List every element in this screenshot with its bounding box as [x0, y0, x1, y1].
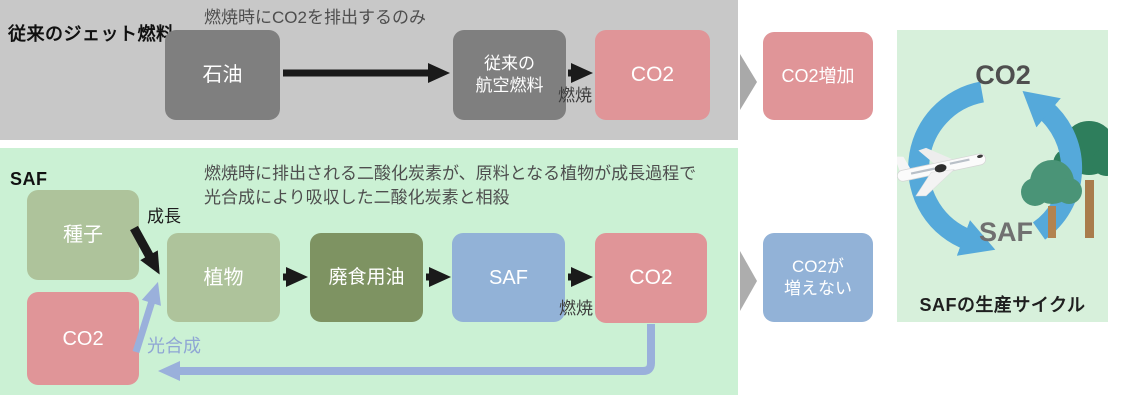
co2-emitted-box: CO2 [595, 233, 707, 323]
co2-output-box: CO2 [595, 30, 710, 120]
saf-panel: SAF 燃焼時に排出される二酸化炭素が、原料となる植物が成長過程で 光合成により… [0, 148, 738, 395]
combustion-label: 燃焼 [558, 86, 592, 105]
conventional-title: 従来のジェット燃料 [8, 23, 175, 44]
conventional-fuel-box: 従来の 航空燃料 [453, 30, 566, 120]
chevron-right-icon-2 [740, 251, 757, 311]
chevron-right-icon [740, 54, 757, 110]
saf-fuel-box: SAF [452, 233, 565, 322]
cycle-saf-label: SAF [979, 217, 1033, 247]
co2-no-increase-line1: CO2が [792, 256, 844, 276]
growth-label: 成長 [147, 207, 181, 226]
tree-icon-back [1053, 121, 1108, 238]
saf-note: 燃焼時に排出される二酸化炭素が、原料となる植物が成長過程で 光合成により吸収した… [204, 162, 696, 209]
plant-box: 植物 [167, 233, 280, 322]
co2-absorbed-box: CO2 [27, 292, 139, 385]
cycle-co2-label: CO2 [975, 60, 1031, 90]
co2-increase-box: CO2増加 [763, 32, 873, 120]
co2-no-increase-line2: 増えない [784, 278, 852, 298]
cycle-caption: SAFの生産サイクル [919, 295, 1086, 315]
conventional-note: 燃焼時にCO2を排出するのみ [204, 8, 426, 27]
combustion-label-saf: 燃焼 [559, 299, 593, 318]
saf-note-line2: 光合成により吸収した二酸化炭素と相殺 [204, 187, 510, 207]
saf-title: SAF [10, 168, 48, 189]
saf-note-line1: 燃焼時に排出される二酸化炭素が、原料となる植物が成長過程で [204, 164, 697, 183]
conventional-fuel-line1: 従来の [484, 54, 535, 73]
airplane-icon [897, 147, 986, 197]
conventional-fuel-line2: 航空燃料 [475, 76, 544, 95]
conventional-fuel-panel: 従来のジェット燃料 燃焼時にCO2を排出するのみ 石油 従来の 航空燃料 CO2… [0, 0, 738, 140]
seed-box: 種子 [27, 190, 139, 280]
photosynthesis-label: 光合成 [147, 336, 201, 356]
co2-no-increase-box: CO2が 増えない [763, 233, 873, 322]
waste-oil-box: 廃食用油 [310, 233, 423, 322]
oil-box: 石油 [165, 30, 280, 120]
saf-cycle-panel: CO2 SAF SAFの生産サイクル [897, 30, 1108, 322]
arrow-co2-return [158, 324, 655, 381]
